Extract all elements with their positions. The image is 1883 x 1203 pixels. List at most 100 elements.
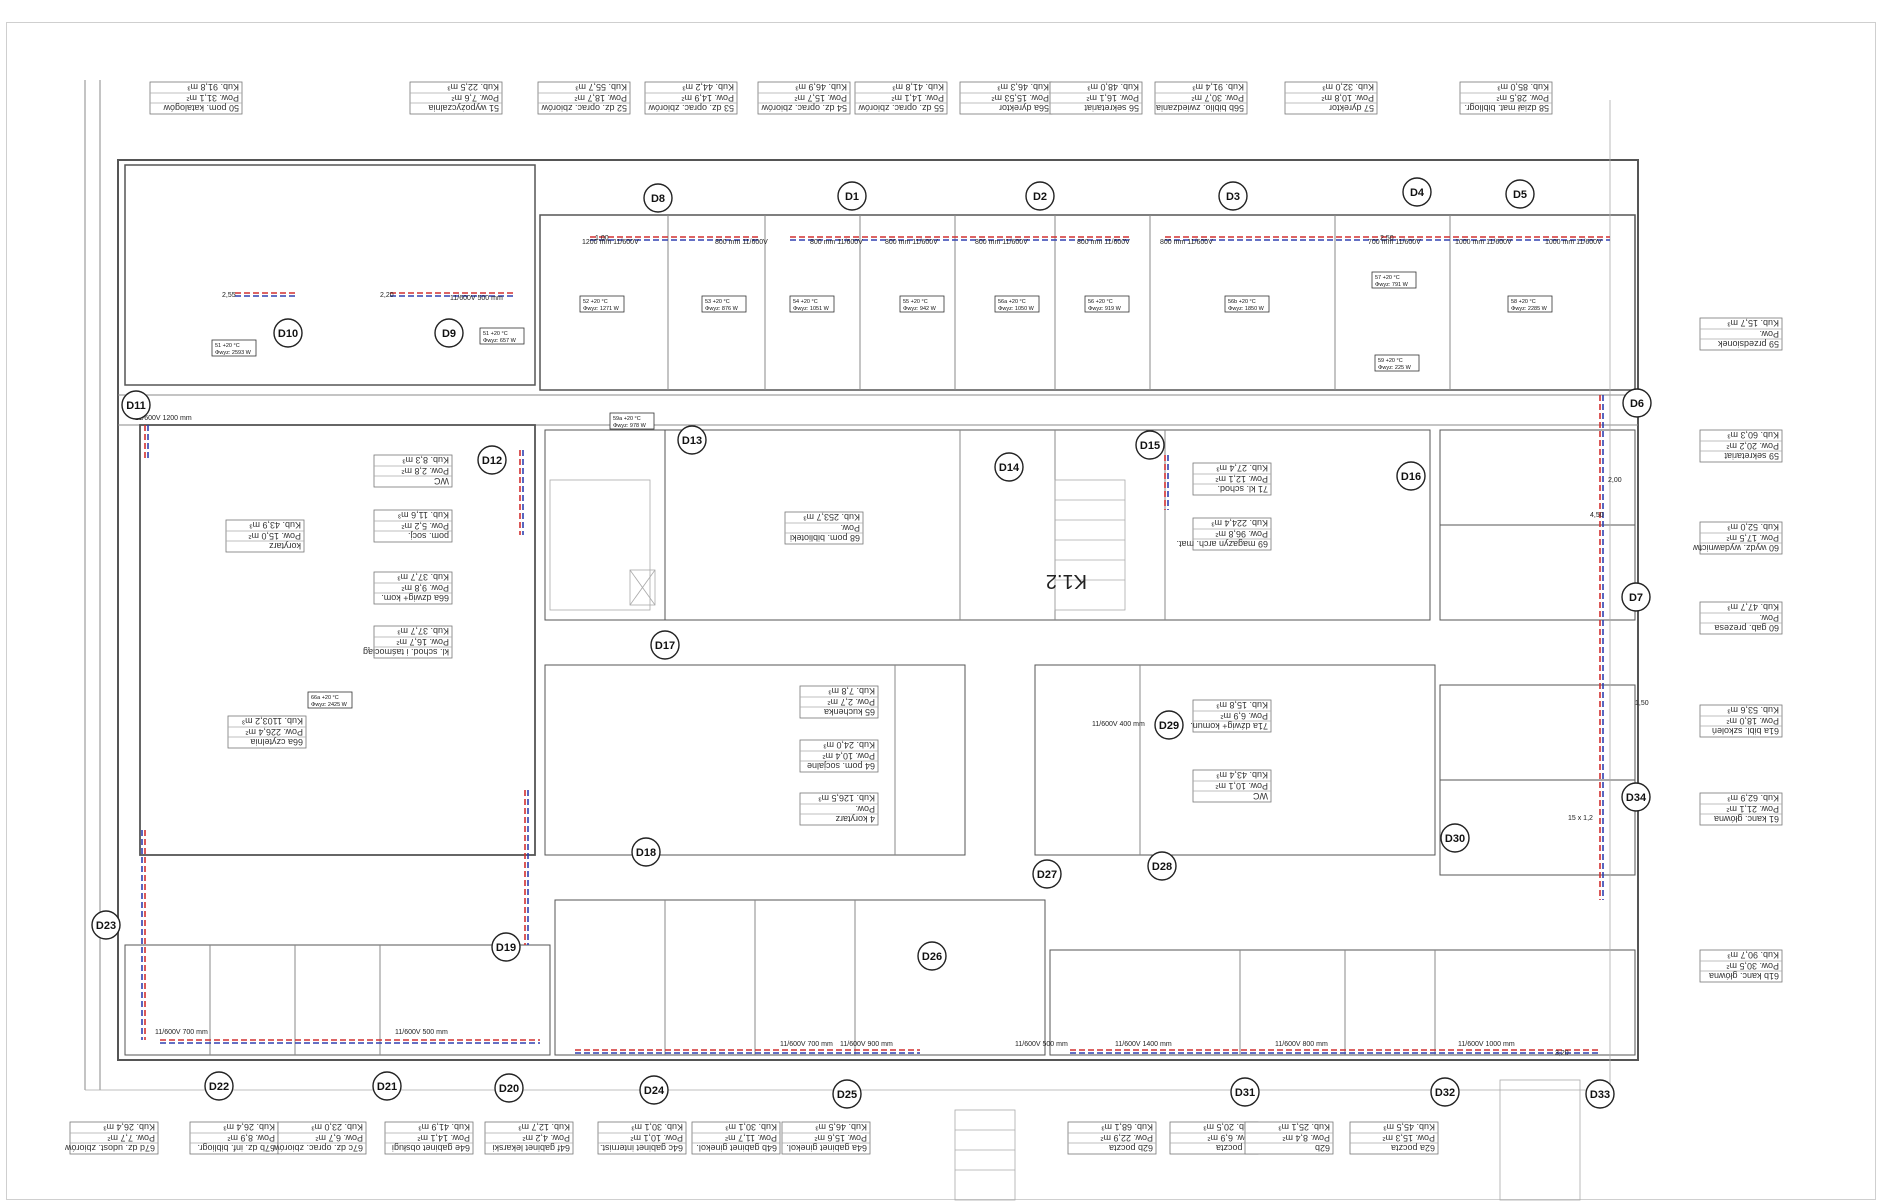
stair-label: K1.2	[1046, 570, 1087, 592]
room-volume: Kub. 45,5 m³	[1383, 1122, 1435, 1132]
detail-marker: D8	[643, 183, 673, 213]
room-name: 68 pom. biblioteki	[790, 533, 860, 543]
room-volume: Kub. 46,3 m³	[997, 82, 1049, 92]
room-volume: Kub. 24,0 m³	[823, 740, 875, 750]
heater-temp: 51 +20 °C	[483, 331, 508, 337]
radiator-label: 11/600V 1200 mm	[135, 415, 192, 422]
room-area: Pow. 7,6 m²	[451, 93, 499, 103]
detail-marker: D10	[273, 318, 303, 348]
radiator-label: 11/600V 1000 mm	[1458, 1041, 1515, 1048]
heater-power: Φwyz: 657 W	[483, 338, 517, 344]
room-name: 53 dz. oprac. zbiorów	[648, 103, 734, 113]
dimension-label: 4,50	[1590, 512, 1604, 519]
detail-marker: D14	[994, 452, 1024, 482]
room-name: 64b gabinet ginekol.	[696, 1143, 777, 1153]
room-volume: Kub. 8,3 m³	[402, 455, 449, 465]
room-name: 56 sekretariat	[1084, 103, 1139, 113]
heating-pipes	[141, 236, 1610, 1054]
room-name: 62a poczta	[1391, 1143, 1435, 1153]
radiator-label: 11/600V 400 mm	[1092, 721, 1145, 728]
detail-marker: D4	[1402, 177, 1432, 207]
room-name: 64c gabinet internist.	[600, 1143, 683, 1153]
room-name: 66a dzwig+ kom.	[381, 593, 449, 603]
detail-marker: D3	[1218, 181, 1248, 211]
room-volume: Kub. 48,0 m³	[1087, 82, 1139, 92]
marker-id: D18	[636, 847, 656, 859]
room-area: Pow. 10,1 m²	[1215, 781, 1268, 791]
radiator-label: 11/600V 800 mm	[1275, 1041, 1328, 1048]
heater-power: Φwyz: 1050 W	[998, 306, 1035, 312]
radiator-label: 1200 mm 11/600V	[582, 239, 639, 246]
room-name: 59 przedsionek	[1717, 339, 1779, 349]
heater-power: Φwyz: 1271 W	[583, 306, 620, 312]
room-area: Pow.	[1759, 329, 1779, 339]
room-name: 65 kuchenka	[824, 707, 875, 717]
room-volume: Kub. 15,8 m³	[1216, 700, 1268, 710]
marker-id: D30	[1445, 833, 1465, 845]
radiator-label: 800 mm 11/600V	[885, 239, 938, 246]
room-name: 50 pom. katalogów	[163, 103, 239, 113]
room-name: 60 gab. prezesa	[1714, 623, 1779, 633]
heater-power: Φwyz: 2285 W	[1511, 306, 1548, 312]
room-area: Pow. 16,7 m²	[396, 637, 449, 647]
room-volume: Kub. 11,6 m³	[398, 510, 449, 520]
dimension-label: 2,55	[222, 292, 236, 299]
radiator-label: 800 mm 11/600V	[1160, 239, 1213, 246]
room-volume: Kub. 46,9 m³	[795, 82, 847, 92]
detail-marker: D2	[1025, 181, 1055, 211]
marker-id: D11	[126, 400, 146, 412]
drawing-frame	[6, 22, 1876, 1200]
room-name: 55 dz. oprac. zbiorów	[858, 103, 944, 113]
heater-temp: 55 +20 °C	[903, 299, 928, 305]
room-volume: Kub. 37,7 m³	[397, 572, 449, 582]
room-volume: Kub. 25,1 m³	[1278, 1122, 1330, 1132]
room-volume: Kub. 26,4 m³	[223, 1122, 275, 1132]
room-name: 54 dz. oprac. zbiorów	[761, 103, 847, 113]
radiator-label: 11/600V 1400 mm	[1115, 1041, 1172, 1048]
detail-marker: D31	[1230, 1077, 1260, 1107]
room-area: Pow. 14,9 m²	[681, 93, 734, 103]
detail-marker: D23	[91, 910, 121, 940]
room-volume: Kub. 52,0 m³	[1727, 522, 1779, 532]
room-volume: Kub. 46,5 m³	[815, 1122, 867, 1132]
room-area: Pow. 7,7 m²	[107, 1133, 155, 1143]
radiator-label: 1000 mm 11/600V	[1455, 239, 1512, 246]
room-name: 61b kanc. główna	[1709, 971, 1779, 981]
room-volume: Kub. 23,0 m³	[311, 1122, 363, 1132]
marker-id: D16	[1401, 471, 1421, 483]
radiator-label: 11/600V 500 mm	[1015, 1041, 1068, 1048]
room-volume: Kub. 30,1 m³	[631, 1122, 683, 1132]
room-area: Pow. 14,1 m²	[891, 93, 944, 103]
radiator-labels: 1200 mm 11/600V 800 mm 11/600V 800 mm 11/6…	[135, 239, 1602, 1048]
marker-id: D10	[278, 328, 298, 340]
dimension-label: 3,20	[1555, 1050, 1569, 1057]
room-name: 71a dźwig+ komun.	[1190, 721, 1268, 731]
heater-temp: 53 +20 °C	[705, 299, 730, 305]
detail-marker: D33	[1585, 1079, 1615, 1109]
radiator-label: 800 mm 11/600V	[715, 239, 768, 246]
room-name: 60 wydz. wydawnictw	[1692, 543, 1779, 553]
